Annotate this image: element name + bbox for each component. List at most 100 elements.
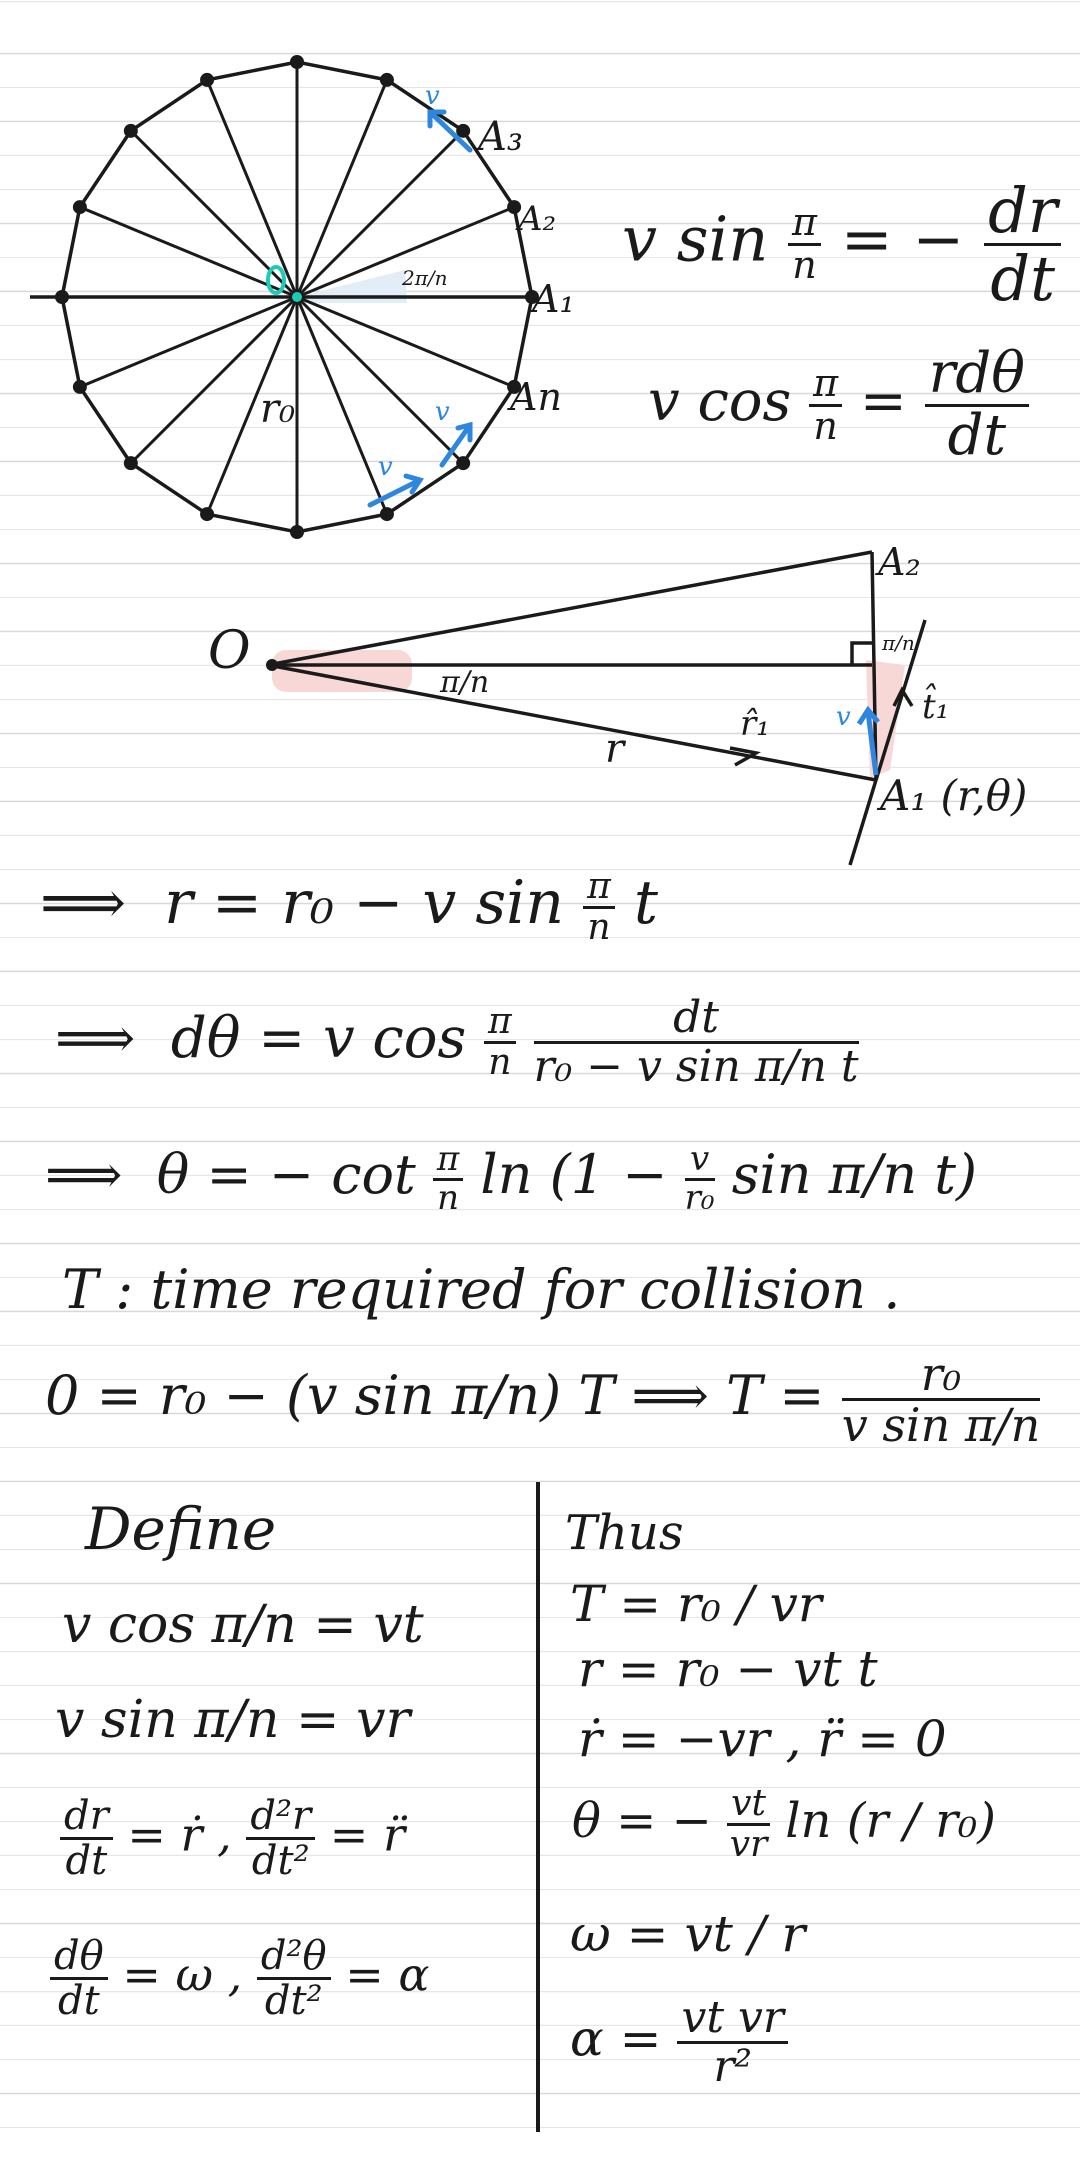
define-l3d: = r̈ (329, 1807, 405, 1862)
vertex-13 (379, 507, 394, 522)
vertex-0 (525, 290, 539, 304)
define-l3a-den: dt (65, 1838, 108, 1884)
label-v1: v (425, 81, 440, 111)
vertex-2 (456, 123, 471, 138)
origin-dot (292, 292, 302, 302)
thus-l4a: θ = − (572, 1792, 712, 1849)
line1-text-b: t (633, 868, 658, 938)
vertex-10 (123, 456, 138, 471)
label-a1-coords: A₁ (r,θ) (876, 771, 1027, 820)
triangle-lines (267, 550, 927, 866)
eq2-num: rdθ (924, 344, 1029, 407)
label-a2: A₂ (515, 199, 556, 239)
define-l1a: v cos π/n (62, 1595, 297, 1655)
vertex-7 (72, 200, 87, 215)
r-hat-arrowhead (729, 746, 761, 767)
line2-pi: π (484, 1003, 516, 1045)
arrowhead-a3 (427, 109, 447, 129)
spoke-5 (205, 79, 299, 298)
spoke-10 (129, 295, 299, 465)
define-title: Define (85, 1495, 277, 1563)
spoke-2 (295, 129, 465, 299)
define-l2b: = vr (295, 1690, 411, 1750)
spoke-9 (79, 295, 298, 389)
thus-line-3: ṙ = −vr , r̈ = 0 (578, 1710, 947, 1768)
eq1-rhs: = − (840, 202, 965, 276)
label-a2: A₂ (875, 540, 921, 584)
label-v3: v (435, 397, 450, 427)
line-o-a2 (267, 550, 873, 667)
tangent-line (848, 619, 927, 866)
triangle-diagram: O A₂ A₁ (r,θ) π/n π/n r r̂₁ t̂₁ v (208, 540, 1027, 866)
line2-num: dt (533, 994, 859, 1045)
line1-pi: π (583, 868, 615, 909)
line3-n: n (437, 1177, 460, 1218)
line3-v: v (684, 1141, 715, 1181)
arrowhead-an (455, 421, 473, 443)
define-l3b: = ṙ , (127, 1807, 232, 1862)
eq1-num: dr (984, 178, 1062, 247)
spoke-15 (296, 295, 515, 389)
thus-line-5: ω = vt / r (570, 1905, 806, 1963)
line3-text-c: sin π/n t) (731, 1143, 978, 1207)
thus-title: Thus (565, 1505, 684, 1561)
origin-marker (266, 265, 286, 295)
spoke-1 (296, 205, 515, 299)
eq1-pi: π (788, 202, 822, 247)
line5-num: r₀ (841, 1350, 1041, 1402)
line3-pi: π (432, 1141, 464, 1181)
thus-l6-den: r² (713, 2041, 753, 2093)
eq2-n: n (813, 403, 838, 448)
vertex-3 (379, 72, 394, 87)
spoke-3 (295, 79, 389, 298)
spoke-7 (79, 205, 298, 299)
label-v: v (836, 702, 851, 732)
line-a2-a1 (870, 551, 878, 781)
angle-shading-o (272, 650, 412, 692)
vertex-9 (72, 379, 87, 394)
label-o: O (208, 621, 251, 681)
label-r: r (605, 726, 627, 772)
line1-n: n (587, 906, 611, 948)
eq2-den: dt (947, 402, 1006, 468)
line1-text-a: r = r₀ − v sin (164, 868, 565, 938)
define-l4b: = ω , (122, 1947, 243, 2002)
right-angle-mark (850, 641, 872, 665)
vertex-4 (290, 55, 304, 69)
line5-den: v sin π/n (841, 1398, 1041, 1453)
line5-text-a: 0 = r₀ − (v sin π/n) T ⟹ T = (45, 1363, 825, 1427)
label-r-hat: r̂₁ (740, 704, 770, 744)
thus-l6-num: vt vr (677, 1994, 788, 2045)
eq2-pi: π (809, 363, 843, 407)
spoke-6 (129, 129, 299, 299)
velocity-arrows (367, 109, 473, 508)
vertex-14 (456, 456, 471, 471)
line3-text-b: ln (1 − (480, 1143, 668, 1207)
define-l4d: = α (345, 1947, 430, 2002)
thus-line-2: r = r₀ − vt t (578, 1640, 878, 1698)
label-r0: r₀ (260, 386, 295, 432)
define-l4c-den: dt² (264, 1978, 323, 2024)
velocity-arrow (865, 711, 879, 776)
vertex-6 (123, 123, 138, 138)
eq1-den: dt (990, 242, 1056, 316)
implies-arrow-2: ⟹ (55, 1006, 136, 1072)
define-l4a-den: dt (58, 1978, 100, 2024)
line3-text-a: θ = − cot (156, 1143, 416, 1207)
thus-l4-num: vt (727, 1785, 770, 1826)
